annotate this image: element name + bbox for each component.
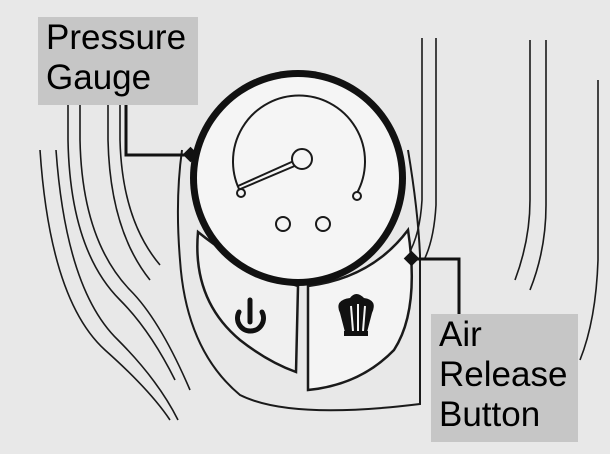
- fan-icon: [338, 294, 374, 336]
- pressure-gauge-label-line2: Gauge: [46, 58, 152, 97]
- gauge-needle: [237, 164, 298, 191]
- air-release-button-label: Air Release Button: [431, 314, 578, 442]
- pressure-gauge-label: Pressure Gauge: [38, 17, 198, 105]
- power-icon: [235, 297, 266, 334]
- gauge-scale-arc: [232, 94, 366, 194]
- pressure-gauge-label-line1: Pressure: [46, 18, 187, 57]
- gauge-needle-hub: [291, 148, 313, 170]
- air-release-label-line1: Air: [439, 315, 482, 354]
- housing-left-lines: [39, 100, 191, 421]
- air-release-label-line3: Button: [439, 395, 541, 434]
- pressure-gauge-leader: [124, 105, 199, 163]
- air-release-label-line2: Release: [439, 355, 568, 394]
- gauge-max-marker: [352, 191, 362, 201]
- control-panel-housing: [176, 149, 421, 412]
- housing-right-lines: [407, 38, 599, 361]
- pressure-gauge: [190, 70, 406, 286]
- gauge-indicator-left: [275, 216, 291, 232]
- gauge-indicator-right: [315, 216, 331, 232]
